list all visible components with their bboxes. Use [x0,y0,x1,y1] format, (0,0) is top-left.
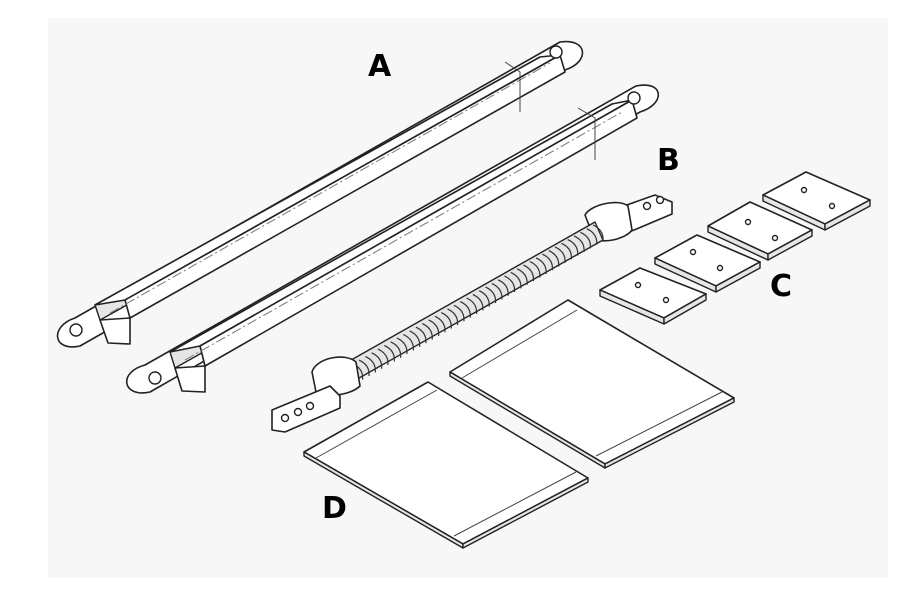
part-c-plate-4 [762,171,871,231]
part-a-rail-lower [126,84,660,394]
label-d: D [322,491,347,526]
part-c-plate-1 [599,267,707,325]
part-c-plate-2 [654,234,761,293]
part-a-rail-upper [56,40,584,348]
label-a: A [368,49,392,84]
part-b-spring-strut [271,194,673,433]
label-c: C [770,269,792,304]
part-c-plate-3 [707,201,813,261]
part-d-pad-back [449,299,735,469]
part-d-pad-front [303,381,589,549]
label-b: B [657,143,680,178]
